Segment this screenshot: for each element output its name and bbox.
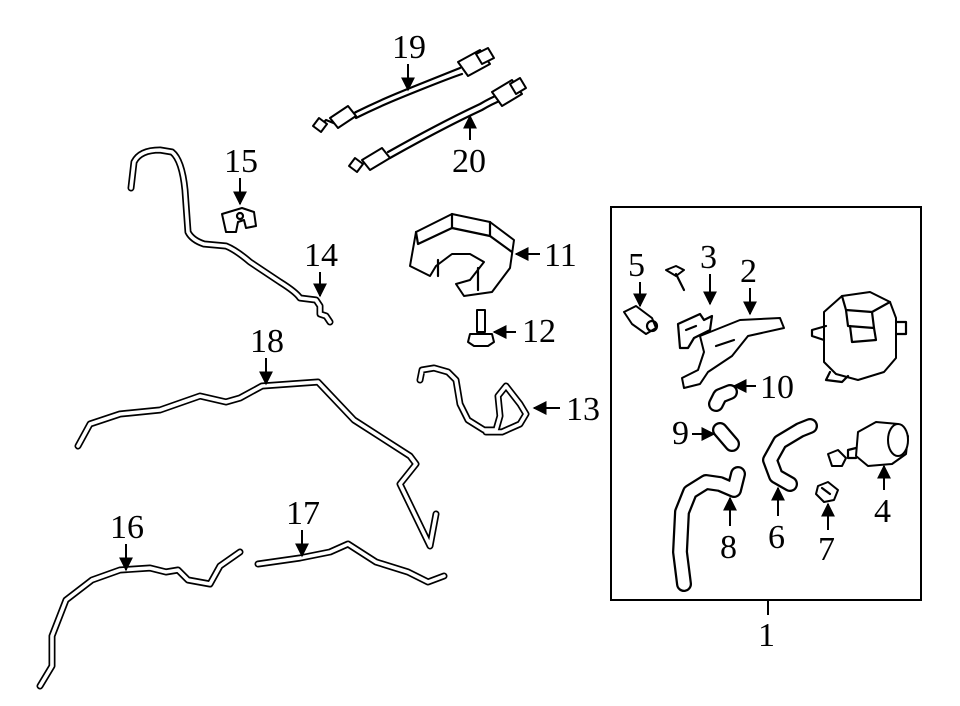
callout-15: 15 <box>224 143 258 180</box>
clamp-near-4 <box>827 449 847 467</box>
callout-group-7: 7 <box>818 502 835 568</box>
bolt-12 <box>467 309 495 347</box>
oxygen-sensor-20 <box>348 77 527 173</box>
purge-valve-4 <box>846 421 909 467</box>
callout-9: 9 <box>672 415 689 452</box>
callout-5: 5 <box>628 247 645 284</box>
callout-11: 11 <box>544 237 577 274</box>
callout-4: 4 <box>874 493 891 530</box>
assembly-box <box>610 206 922 601</box>
hose-6 <box>762 418 818 492</box>
callout-13: 13 <box>566 391 600 428</box>
vacuum-tube-18 <box>74 378 440 550</box>
callout-group-5: 5 <box>628 247 647 308</box>
elbow-10 <box>708 384 738 412</box>
callout-group-12: 12 <box>492 313 556 350</box>
connector-5 <box>623 305 659 335</box>
callout-group-20: 20 <box>452 114 486 180</box>
callout-group-8: 8 <box>720 496 737 566</box>
callout-group-18: 18 <box>250 323 284 386</box>
vacuum-tube-14 <box>127 146 334 326</box>
callout-group-16: 16 <box>110 509 144 572</box>
callout-7: 7 <box>818 531 835 568</box>
callout-group-17: 17 <box>286 495 320 558</box>
callout-1: 1 <box>758 617 775 654</box>
callout-group-6: 6 <box>768 486 785 556</box>
callout-12: 12 <box>522 313 556 350</box>
hose-8 <box>672 466 746 592</box>
callout-10: 10 <box>760 369 794 406</box>
callout-group-15: 15 <box>224 143 258 206</box>
callout-19: 19 <box>392 29 426 66</box>
bracket-2 <box>681 317 785 389</box>
clip-15 <box>221 207 257 233</box>
callout-group-2: 2 <box>740 253 757 316</box>
callout-group-3: 3 <box>700 239 717 306</box>
callout-group-14: 14 <box>304 237 338 298</box>
clamp-7 <box>815 481 839 503</box>
bracket-3 <box>665 265 714 350</box>
callout-18: 18 <box>250 323 284 360</box>
vacuum-tube-17 <box>254 540 448 586</box>
callout-16: 16 <box>110 509 144 546</box>
callout-group-10: 10 <box>732 369 794 406</box>
callout-2: 2 <box>740 253 757 290</box>
callout-17: 17 <box>286 495 320 532</box>
hose-9 <box>712 422 740 452</box>
callout-6: 6 <box>768 519 785 556</box>
vacuum-tube-13 <box>416 364 530 436</box>
callout-group-4: 4 <box>874 464 891 530</box>
vacuum-tube-16 <box>36 548 244 690</box>
callout-group-1: 1 <box>758 617 775 654</box>
callout-group-11: 11 <box>514 237 577 274</box>
callout-14: 14 <box>304 237 338 274</box>
callout-8: 8 <box>720 529 737 566</box>
oxygen-sensor-19 <box>312 47 495 133</box>
filter-canister <box>810 291 908 384</box>
canister-11 <box>409 212 515 297</box>
callout-20: 20 <box>452 143 486 180</box>
callout-3: 3 <box>700 239 717 276</box>
callout-group-13: 13 <box>532 391 600 428</box>
callout-group-9: 9 <box>672 415 716 452</box>
callout-group-19: 19 <box>392 29 426 92</box>
